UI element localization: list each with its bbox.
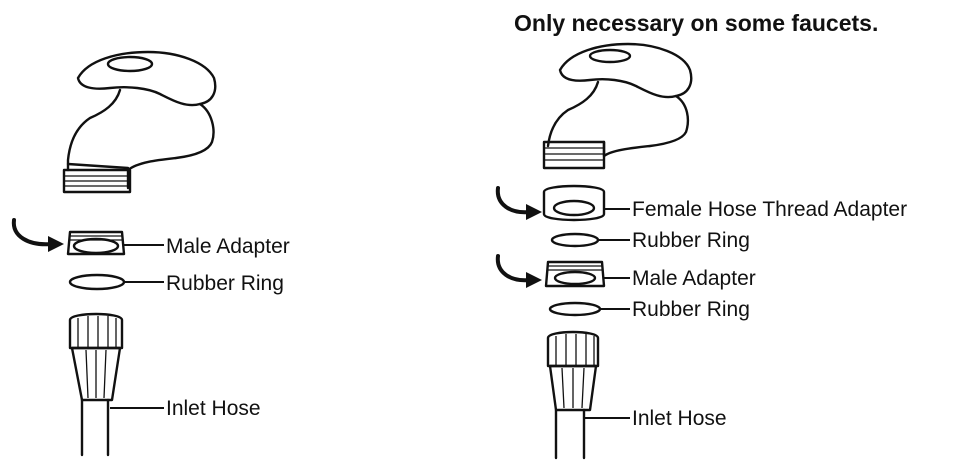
rubber-ring-right-2	[548, 301, 602, 317]
arrow-head-left	[48, 236, 64, 252]
label-female-hose-thread-adapter: Female Hose Thread Adapter	[632, 198, 908, 221]
arrow-head-right-1	[526, 204, 542, 220]
rotate-arrow-icon-right-2	[495, 254, 532, 283]
rotate-arrow-icon-left	[11, 218, 54, 247]
label-male-adapter-right: Male Adapter	[632, 267, 756, 290]
rubber-ring-right-1	[550, 232, 600, 248]
label-rubber-ring-right-1: Rubber Ring	[632, 229, 750, 252]
male-adapter-right	[544, 260, 606, 288]
inlet-hose-right	[546, 330, 600, 460]
label-inlet-hose-left: Inlet Hose	[166, 397, 261, 420]
label-inlet-hose-right: Inlet Hose	[632, 407, 727, 430]
label-male-adapter-left: Male Adapter	[166, 235, 290, 258]
right-assembly	[495, 42, 693, 460]
female-hose-thread-adapter	[542, 184, 606, 222]
inlet-hose-left	[68, 312, 124, 457]
left-assembly	[11, 50, 217, 457]
note-some-faucets: Only necessary on some faucets.	[514, 10, 879, 36]
male-adapter-left	[66, 230, 126, 256]
faucet-right	[542, 42, 693, 170]
rotate-arrow-icon-right-1	[495, 186, 532, 215]
label-rubber-ring-right-2: Rubber Ring	[632, 298, 750, 321]
rubber-ring-left	[68, 273, 126, 291]
label-rubber-ring-left: Rubber Ring	[166, 272, 284, 295]
arrow-head-right-2	[526, 272, 542, 288]
faucet-left	[62, 50, 217, 194]
